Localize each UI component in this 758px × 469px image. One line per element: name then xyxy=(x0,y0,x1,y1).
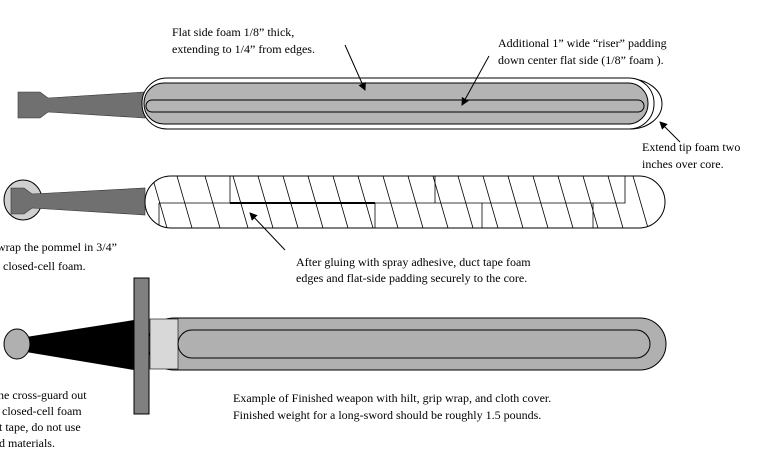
arrow-tip xyxy=(659,121,681,143)
note-pommel: wrap the pommel in 3/4” closed-cell foam… xyxy=(0,240,120,273)
note-finished: Example of Finished weapon with hilt, gr… xyxy=(233,391,554,422)
note-riser: Additional 1” wide “riser” padding down … xyxy=(498,36,670,67)
cross-guard xyxy=(133,277,150,415)
note-crossguard: he cross-guard out closed-cell foam t ta… xyxy=(0,388,90,450)
cloth-cover xyxy=(147,317,667,371)
note-flat-side: Flat side foam 1/8” thick, extending to … xyxy=(172,25,315,56)
arrow-flat-side xyxy=(344,44,366,91)
sword-2-core-handle xyxy=(10,187,146,216)
sword-1-flat-side-padding: Flat side foam 1/8” thick, extending to … xyxy=(17,25,743,171)
blade-base xyxy=(149,318,179,370)
sword-1-core-handle xyxy=(17,91,146,119)
note-tape: After gluing with spray adhesive, duct t… xyxy=(296,255,534,285)
sword-1-riser-padding xyxy=(145,99,645,113)
sword-2-duct-taped: wrap the pommel in 3/4” closed-cell foam… xyxy=(0,175,666,285)
arrow-tape xyxy=(249,212,286,251)
grip-wrap xyxy=(26,320,134,370)
pommel xyxy=(3,328,31,360)
sword-2-blade xyxy=(144,175,666,229)
blade-inner-outline xyxy=(177,329,651,359)
note-tip: Extend tip foam two inches over core. xyxy=(642,140,743,171)
arrow-riser xyxy=(461,55,490,106)
sword-3-finished: he cross-guard out closed-cell foam t ta… xyxy=(0,277,667,450)
